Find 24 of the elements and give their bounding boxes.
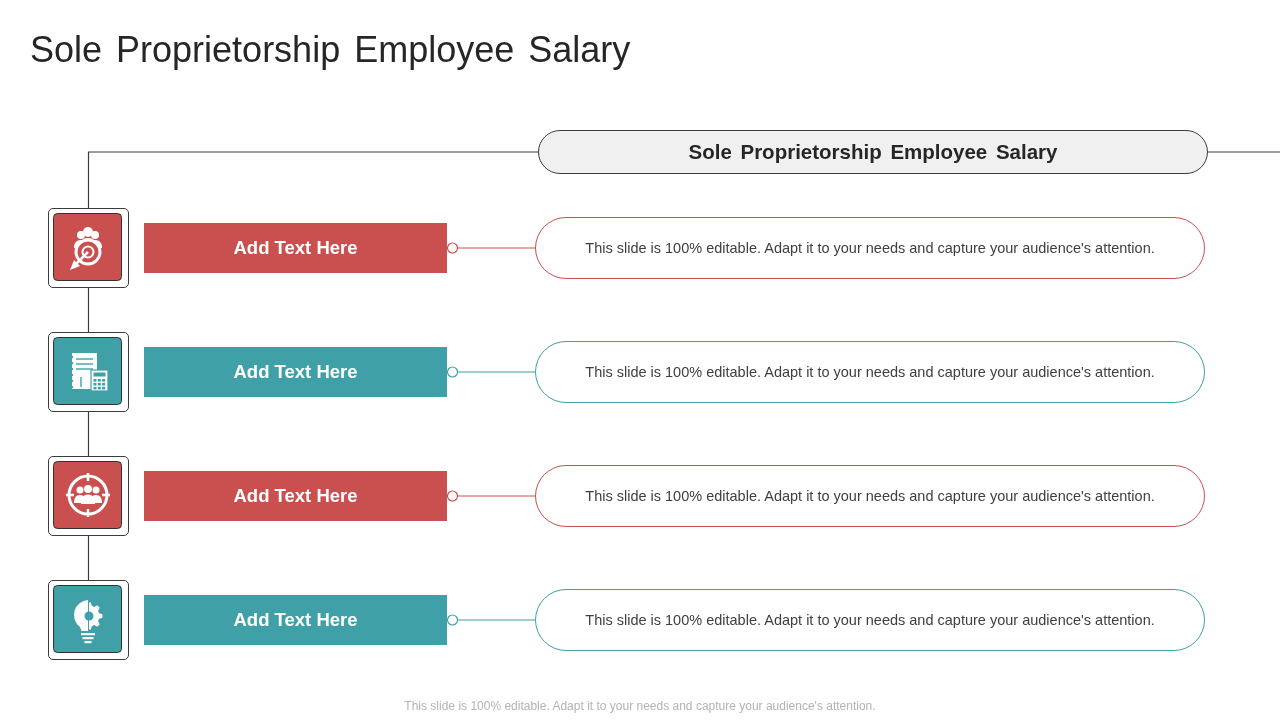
dot-connector: [446, 242, 536, 254]
connector-line: [87, 411, 90, 457]
connector-line: [87, 535, 90, 581]
dot-connector: [446, 614, 536, 626]
connector-line: [87, 151, 539, 209]
dot-connector: [446, 490, 536, 502]
label-bar: Add Text Here: [144, 223, 447, 273]
description-pill: This slide is 100% editable. Adapt it to your needs and capture your audience's attention.: [535, 217, 1205, 279]
title-pill: Sole Proprietorship Employee Salary: [538, 130, 1208, 174]
dot-connector: [446, 366, 536, 378]
label-bar: Add Text Here: [144, 347, 447, 397]
label-bar: Add Text Here: [144, 595, 447, 645]
description-pill: This slide is 100% editable. Adapt it to your needs and capture your audience's attention.: [535, 465, 1205, 527]
footnote-caption: This slide is 100% editable. Adapt it to your needs and capture your audience's attention.: [404, 699, 876, 713]
connector-line: [1207, 151, 1280, 153]
connector-line: [87, 287, 90, 333]
slide-title: Sole Proprietorship Employee Salary: [30, 29, 631, 71]
icon-tile: [48, 208, 129, 288]
icon-tile: [48, 580, 129, 660]
icon-tile: [48, 332, 129, 412]
label-bar: Add Text Here: [144, 471, 447, 521]
description-pill: This slide is 100% editable. Adapt it to your needs and capture your audience's attention.: [535, 589, 1205, 651]
description-pill: This slide is 100% editable. Adapt it to your needs and capture your audience's attention.: [535, 341, 1205, 403]
icon-tile: [48, 456, 129, 536]
